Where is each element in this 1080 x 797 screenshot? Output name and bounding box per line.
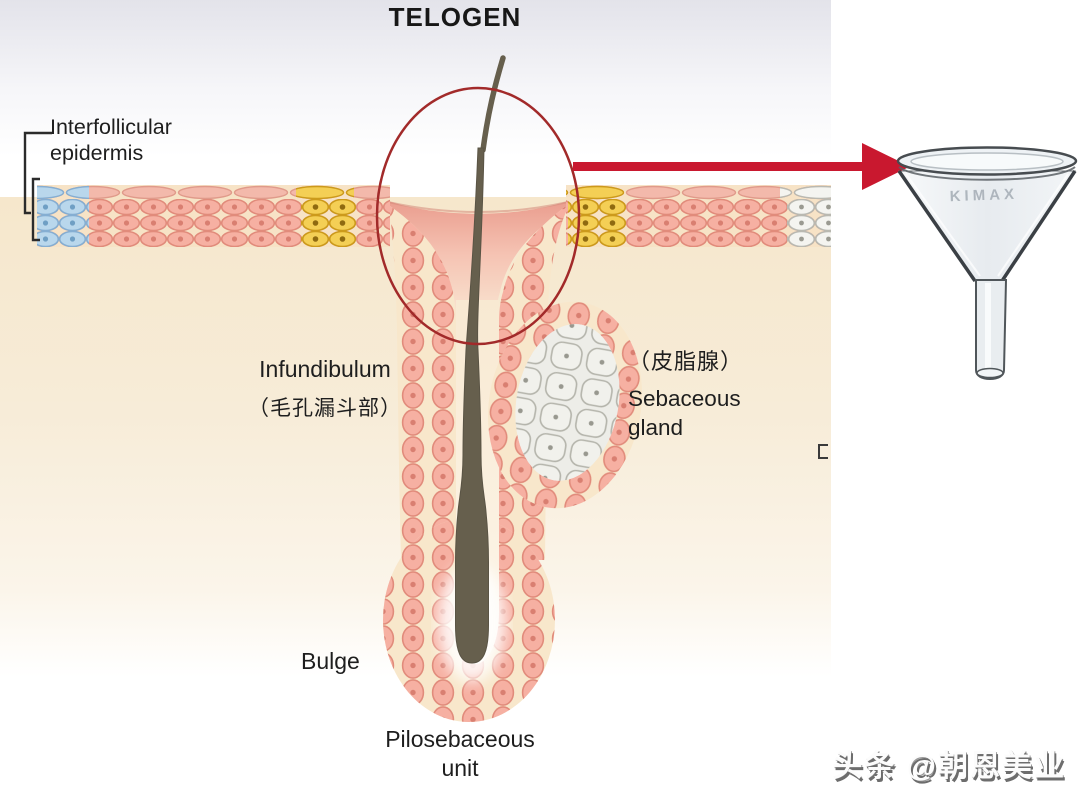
label-pilosebaceous-line2: unit [441,754,479,781]
label-interfollicular-epidermis: Interfollicular epidermis [50,115,172,166]
funnel-brand-text: KIMAX [949,186,1018,205]
hair-shaft [455,55,506,664]
pointer-arrow [573,143,910,190]
white-cells [787,199,831,247]
edge-artifact-mark [818,444,828,459]
label-bulge: Bulge [301,648,360,674]
funnel-illustration: KIMAX [896,146,1078,381]
label-sebaceous-gland: （皮脂腺） Sebaceous gland [628,344,788,443]
label-sebaceous-en-line2: gland [628,415,684,441]
sebaceous-gland-shape [488,301,642,509]
label-pilosebaceous-line1: Pilosebaceous [385,726,535,752]
label-sebaceous-en-line1: Sebaceous [628,386,741,411]
epidermis-brackets [23,131,52,242]
label-infundibulum: Infundibulum （毛孔漏斗部） [220,356,430,422]
label-pilosebaceous-unit: Pilosebaceous unit [355,725,565,783]
watermark-text: 头条 @朝恩美业 [832,750,1066,783]
diagram-title: TELOGEN [388,2,522,32]
label-infundibulum-en: Infundibulum [259,356,391,382]
highlight-circle [375,86,581,346]
blue-cells-flat [37,185,89,200]
yellow-cells-left [301,199,356,247]
label-infundibulum-zh: （毛孔漏斗部） [248,397,402,420]
epidermis-band [37,185,831,247]
blue-cells [37,199,89,247]
label-sebaceous-zh: （皮脂腺） [628,349,744,374]
